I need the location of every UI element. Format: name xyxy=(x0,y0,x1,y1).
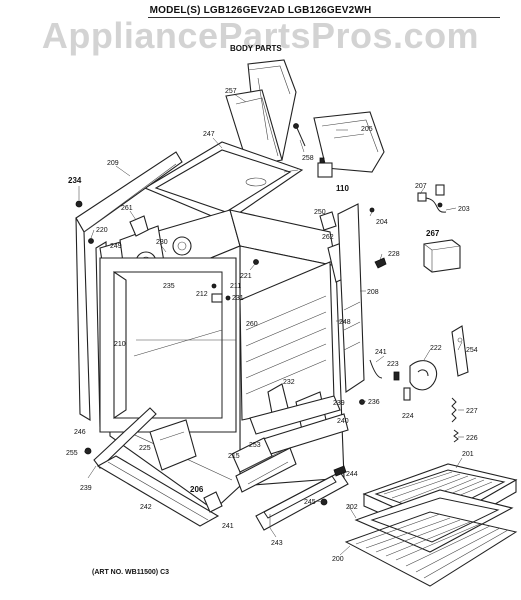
callout-243: 243 xyxy=(271,540,283,547)
section-title: BODY PARTS xyxy=(230,44,282,53)
callout-248: 248 xyxy=(339,319,351,326)
part-241-254-hinge-set xyxy=(369,325,469,401)
callout-249: 249 xyxy=(110,243,122,250)
callout-227: 227 xyxy=(466,408,478,415)
part-110-switch xyxy=(317,157,333,178)
part-261-bracket xyxy=(129,215,149,237)
part-243-broiler-drawer xyxy=(255,471,349,531)
part-239-left-rail xyxy=(93,407,157,469)
callout-225: 225 xyxy=(139,445,151,452)
part-234-grommet xyxy=(75,200,83,208)
part-221-clip xyxy=(253,259,259,265)
callout-207: 207 xyxy=(415,183,427,190)
callout-240: 240 xyxy=(337,418,349,425)
callout-222: 222 xyxy=(430,345,442,352)
callout-231: 231 xyxy=(232,295,244,302)
part-257-top-panel xyxy=(225,59,297,167)
callout-261: 261 xyxy=(121,205,133,212)
callout-200: 200 xyxy=(332,556,344,563)
part-225-panel xyxy=(149,419,197,471)
callout-262: 262 xyxy=(322,234,334,241)
callout-204: 204 xyxy=(376,219,388,226)
callout-206: 206 xyxy=(190,485,204,494)
callout-239-left: 239 xyxy=(80,485,92,492)
part-247-top-frame xyxy=(143,141,304,223)
callout-226: 226 xyxy=(466,435,478,442)
part-210-front-frame xyxy=(99,257,237,433)
callout-235: 235 xyxy=(163,283,175,290)
watermark: AppliancePartsPros.com xyxy=(41,15,480,56)
callout-253: 253 xyxy=(249,442,261,449)
callout-239-right: 239 xyxy=(333,400,345,407)
part-244-245-fasteners xyxy=(320,465,347,506)
callout-232: 232 xyxy=(283,379,295,386)
callout-220: 220 xyxy=(96,227,108,234)
art-number: (ART NO. WB11500) C3 xyxy=(92,569,170,576)
callout-208: 208 xyxy=(367,289,379,296)
callout-246: 246 xyxy=(74,429,86,436)
part-228-204-fasteners xyxy=(369,207,387,269)
callout-209: 209 xyxy=(107,160,119,167)
callout-205: 205 xyxy=(361,126,373,133)
leader-lines xyxy=(78,93,464,556)
callout-210: 210 xyxy=(114,341,126,348)
callout-236: 236 xyxy=(368,399,380,406)
part-220-screw xyxy=(88,238,94,244)
callout-241-right: 241 xyxy=(375,349,387,356)
part-207-203-harness xyxy=(417,184,447,213)
callout-110: 110 xyxy=(336,184,349,193)
callout-244: 244 xyxy=(346,471,358,478)
callout-241-bottom: 241 xyxy=(222,523,234,530)
callout-234: 234 xyxy=(68,176,82,185)
part-206-215-253 xyxy=(203,437,297,513)
callout-257: 257 xyxy=(225,88,237,95)
callout-255: 255 xyxy=(66,450,78,457)
callout-258: 258 xyxy=(302,155,314,162)
callout-267: 267 xyxy=(426,229,440,238)
part-258-screw xyxy=(293,123,306,147)
part-200-oven-rack xyxy=(344,511,518,587)
callout-230: 230 xyxy=(156,239,168,246)
callout-224: 224 xyxy=(402,413,414,420)
callout-228: 228 xyxy=(388,251,400,258)
callout-245: 245 xyxy=(304,499,316,506)
part-211-212-231-small xyxy=(211,283,231,303)
model-title: MODEL(S) LGB126GEV2AD LGB126GEV2WH xyxy=(149,5,372,16)
part-227-226-springs xyxy=(451,397,459,443)
part-202-broiler-tray xyxy=(354,489,514,553)
callout-201: 201 xyxy=(462,451,474,458)
callout-203: 203 xyxy=(458,206,470,213)
callout-260: 260 xyxy=(246,321,258,328)
part-242-bottom-front xyxy=(96,455,220,527)
header-rule xyxy=(148,17,500,18)
callout-223: 223 xyxy=(387,361,399,368)
callout-250: 250 xyxy=(314,209,326,216)
callout-212: 212 xyxy=(196,291,208,298)
callout-215: 215 xyxy=(228,453,240,460)
callout-labels: 257 247 258 205 209 234 110 207 203 261 … xyxy=(66,88,478,563)
part-209-side-panel xyxy=(75,151,183,421)
callout-202: 202 xyxy=(346,504,358,511)
callout-247: 247 xyxy=(203,131,215,138)
part-267-box xyxy=(423,239,461,273)
part-208-right-side xyxy=(337,203,365,393)
callout-211: 211 xyxy=(230,283,241,290)
callout-242: 242 xyxy=(140,504,152,511)
callout-254: 254 xyxy=(466,347,478,354)
callout-221: 221 xyxy=(240,273,252,280)
